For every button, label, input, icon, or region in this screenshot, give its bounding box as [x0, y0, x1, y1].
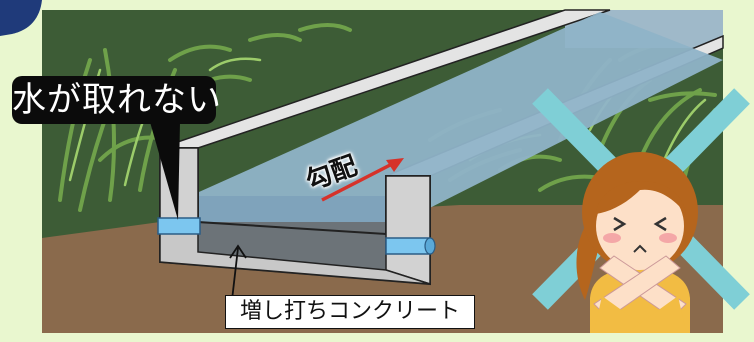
callout-pointer [150, 122, 180, 220]
added-concrete-layer [190, 222, 386, 270]
added-concrete-label: 増し打ちコンクリート [225, 295, 475, 329]
girl-crossed-arms-icon [576, 152, 698, 333]
concrete-pointer-line [231, 247, 239, 301]
right-wall-face [385, 175, 431, 286]
intake-pipe-left [157, 217, 201, 235]
slope-arrow-head [386, 158, 404, 172]
corner-badge [0, 0, 42, 36]
intake-pipe-opening [424, 237, 436, 255]
water-surface [190, 12, 723, 230]
concrete-pointer-head [229, 244, 247, 259]
callout-no-water: 水が取れない [12, 76, 221, 124]
water-front [190, 196, 386, 230]
slope-arrow-line [321, 160, 397, 202]
intake-pipe-right [385, 237, 431, 255]
